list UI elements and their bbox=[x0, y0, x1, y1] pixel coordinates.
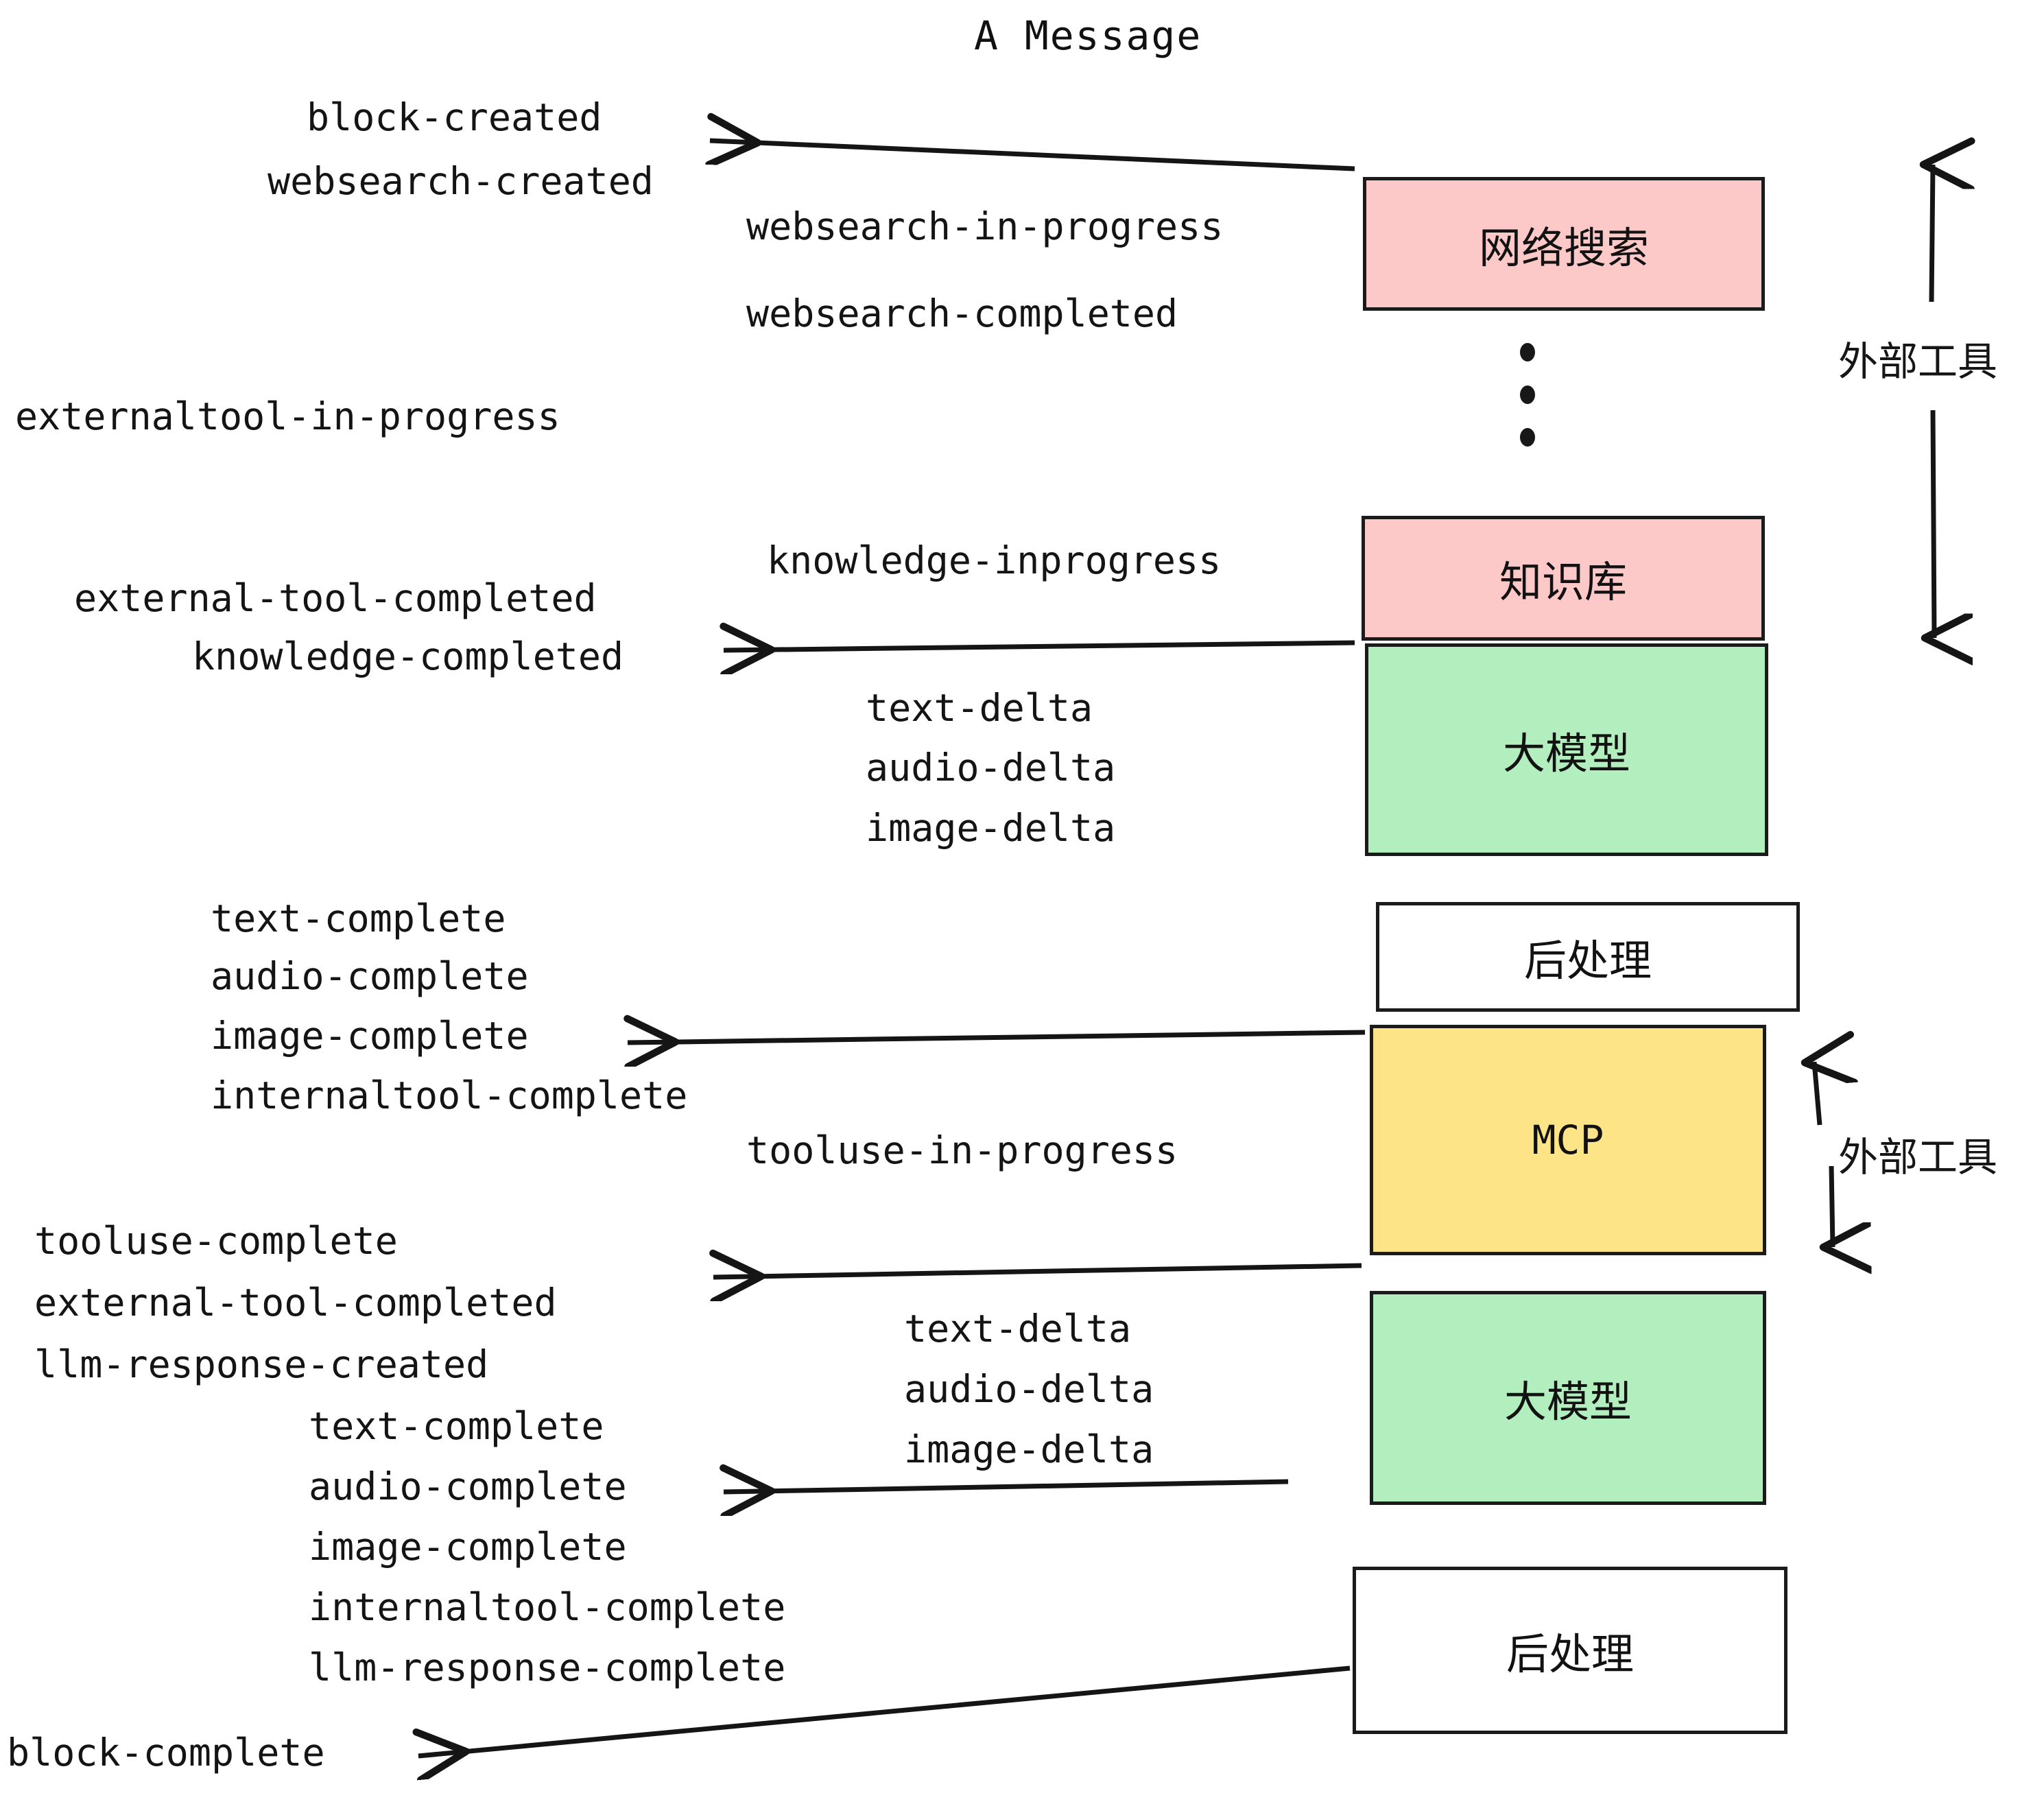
node-websearch-label: 网络搜索 bbox=[1478, 222, 1649, 273]
node-llm-2[interactable]: 大模型 bbox=[1370, 1291, 1766, 1505]
arrow-postprocess1-to-image-complete bbox=[628, 1032, 1366, 1043]
event-label-text-delta-1: text-delta bbox=[866, 686, 1093, 730]
event-label-websearch-in-progress: websearch-in-progress bbox=[746, 204, 1224, 248]
event-label-text-delta-2: text-delta bbox=[904, 1307, 1132, 1351]
node-knowledge[interactable]: 知识库 bbox=[1362, 516, 1765, 641]
node-postprocess-1[interactable]: 后处理 bbox=[1376, 902, 1800, 1012]
arrow-llm2-to-audio-complete bbox=[724, 1482, 1289, 1492]
event-label-image-delta-2: image-delta bbox=[904, 1427, 1154, 1471]
event-label-internaltool-complete-1: internaltool-complete bbox=[211, 1073, 688, 1117]
event-label-text-complete-1: text-complete bbox=[211, 897, 506, 940]
arrow-mcp-to-tooluse-complete bbox=[713, 1266, 1362, 1277]
node-postprocess-2-label: 后处理 bbox=[1506, 1629, 1634, 1679]
event-label-internaltool-complete-2: internaltool-complete bbox=[309, 1585, 786, 1629]
event-label-audio-complete-2: audio-complete bbox=[309, 1464, 627, 1508]
event-label-image-complete-2: image-complete bbox=[309, 1525, 627, 1569]
event-label-knowledge-completed: knowledge-completed bbox=[192, 634, 624, 678]
event-label-llm-response-complete: llm-response-complete bbox=[309, 1646, 786, 1689]
event-label-external-tool-completed-2: external-tool-completed bbox=[34, 1281, 557, 1325]
event-label-externaltool-in-progress: externaltool-in-progress bbox=[15, 394, 560, 438]
group-label-external-tools-top: 外部工具 bbox=[1838, 338, 1998, 385]
group-label-external-tools-bottom: 外部工具 bbox=[1838, 1134, 1998, 1180]
arrow-external-tools-bottom-up bbox=[1814, 1062, 1820, 1126]
node-llm-1[interactable]: 大模型 bbox=[1365, 643, 1768, 856]
node-mcp[interactable]: MCP bbox=[1370, 1025, 1766, 1255]
event-label-text-complete-2: text-complete bbox=[309, 1404, 604, 1448]
event-label-tooluse-in-progress: tooluse-in-progress bbox=[746, 1128, 1178, 1172]
event-label-audio-complete-1: audio-complete bbox=[211, 954, 529, 998]
arrow-external-tools-top-down bbox=[1933, 410, 1934, 638]
arrow-external-tools-top-up bbox=[1932, 165, 1933, 302]
node-knowledge-label: 知识库 bbox=[1499, 557, 1627, 607]
arrow-websearch-to-block-created bbox=[710, 141, 1355, 171]
event-label-block-complete: block-complete bbox=[7, 1731, 325, 1775]
event-label-websearch-created: websearch-created bbox=[268, 159, 654, 203]
event-label-audio-delta-2: audio-delta bbox=[904, 1367, 1154, 1411]
node-websearch[interactable]: 网络搜索 bbox=[1363, 177, 1765, 311]
arrow-external-tools-bottom-down bbox=[1831, 1165, 1833, 1247]
event-label-tooluse-complete: tooluse-complete bbox=[34, 1219, 398, 1263]
node-postprocess-1-label: 后处理 bbox=[1523, 936, 1652, 986]
node-llm-1-label: 大模型 bbox=[1502, 728, 1630, 779]
node-llm-2-label: 大模型 bbox=[1504, 1377, 1632, 1427]
event-label-external-tool-completed-1: external-tool-completed bbox=[74, 576, 597, 620]
event-label-audio-delta-1: audio-delta bbox=[866, 746, 1116, 790]
event-label-image-complete-1: image-complete bbox=[211, 1014, 529, 1058]
arrow-knowledge-to-knowledge-completed bbox=[724, 643, 1355, 650]
event-label-image-delta-1: image-delta bbox=[866, 806, 1116, 850]
event-label-websearch-completed: websearch-completed bbox=[746, 292, 1178, 335]
node-mcp-label: MCP bbox=[1532, 1117, 1604, 1163]
event-label-knowledge-inprogress: knowledge-inprogress bbox=[767, 538, 1222, 582]
event-label-llm-response-created: llm-response-created bbox=[34, 1342, 489, 1386]
page-title: A Message bbox=[974, 12, 1202, 59]
event-label-block-created: block-created bbox=[307, 95, 602, 139]
vertical-ellipsis-icon bbox=[1520, 343, 1538, 460]
node-postprocess-2[interactable]: 后处理 bbox=[1353, 1567, 1787, 1734]
